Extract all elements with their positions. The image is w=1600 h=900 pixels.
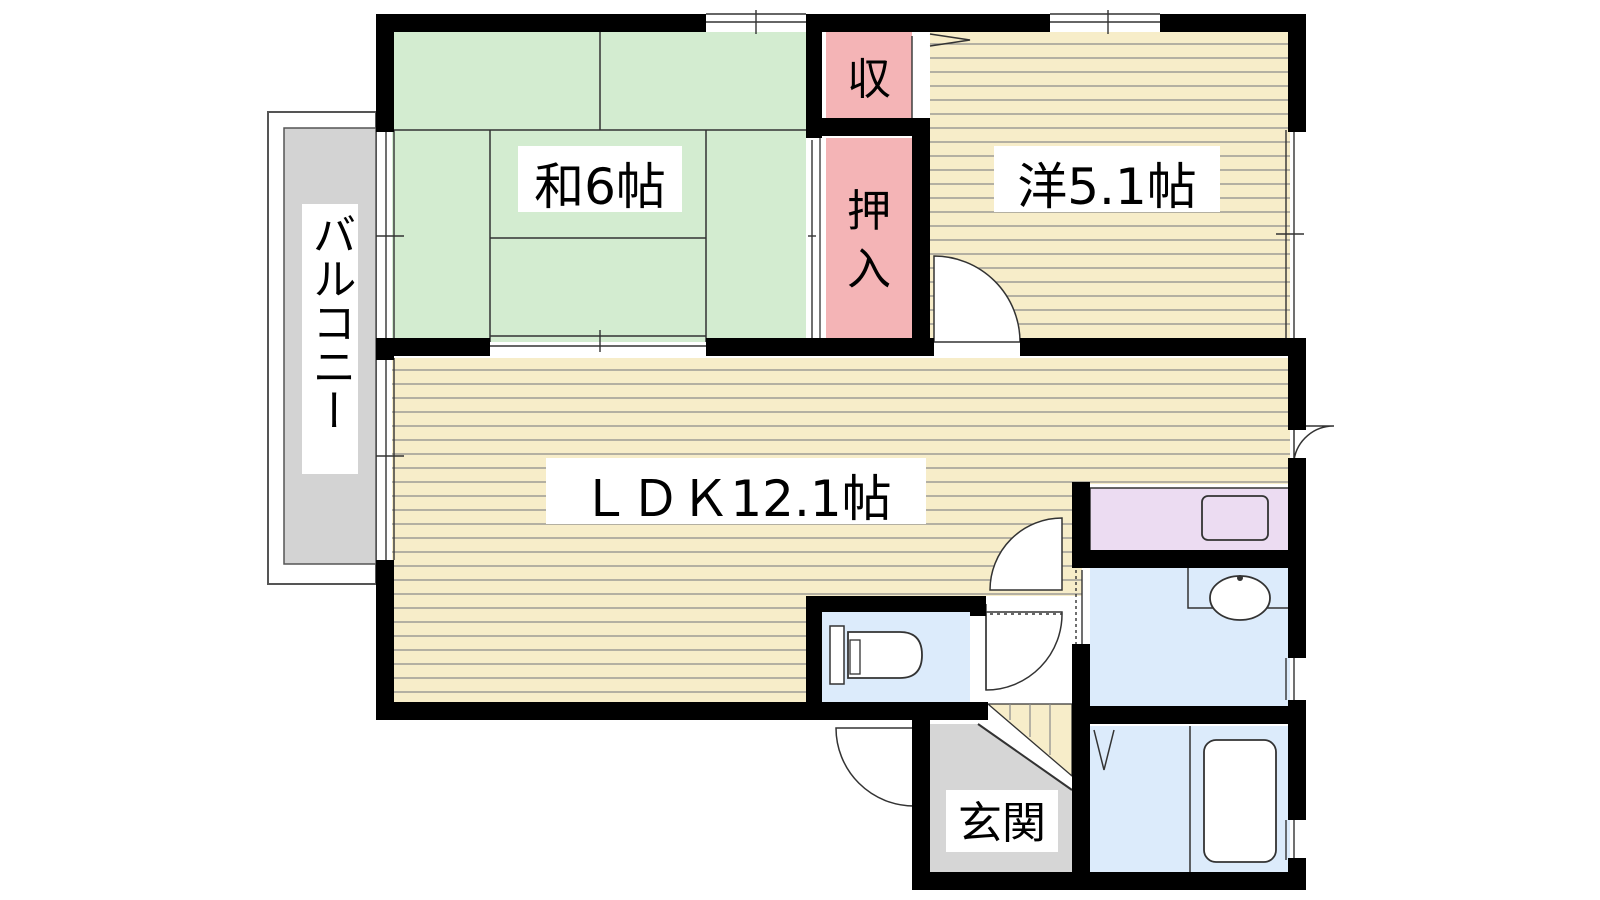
oshiire-label-top: 押 [847, 186, 891, 237]
door-swing-ldk-corridor [989, 517, 1063, 591]
closet-small-label: 収 [847, 54, 891, 105]
balcony-label-bg [302, 204, 358, 474]
toilet-room [822, 612, 970, 704]
shower-icon [1093, 729, 1115, 771]
kitchen-counter [1089, 487, 1291, 553]
toilet-tank-icon [829, 625, 845, 685]
door-swing-toilet [985, 611, 1063, 691]
room-labels: 和6帖 洋5.1帖 ＬＤＫ12.1帖 収 押 入 玄関 バルコニー [305, 54, 1220, 852]
door-swing-entrance [835, 727, 915, 807]
washbasin-icon [1209, 575, 1271, 621]
walls [376, 14, 1306, 890]
youshitsu-label: 洋5.1帖 [1017, 158, 1197, 216]
balcony-label: バルコニー [305, 212, 356, 432]
ldk-room [392, 358, 1290, 704]
oshiire-label-bottom: 入 [847, 244, 891, 295]
washroom [1090, 568, 1290, 708]
bathtub-icon [1203, 739, 1277, 863]
closet-small [826, 32, 912, 120]
door-swing-youshitsu [933, 255, 1021, 343]
oshiire-closet [826, 138, 912, 342]
bathroom [1090, 726, 1290, 872]
genkan-label: 玄関 [958, 798, 1046, 849]
ldk-label: ＬＤＫ12.1帖 [580, 470, 891, 528]
washitsu-label: 和6帖 [534, 158, 666, 216]
sink-icon [1201, 495, 1269, 541]
door-swing-exterior [1293, 425, 1335, 461]
toilet-bowl-icon [847, 631, 923, 679]
